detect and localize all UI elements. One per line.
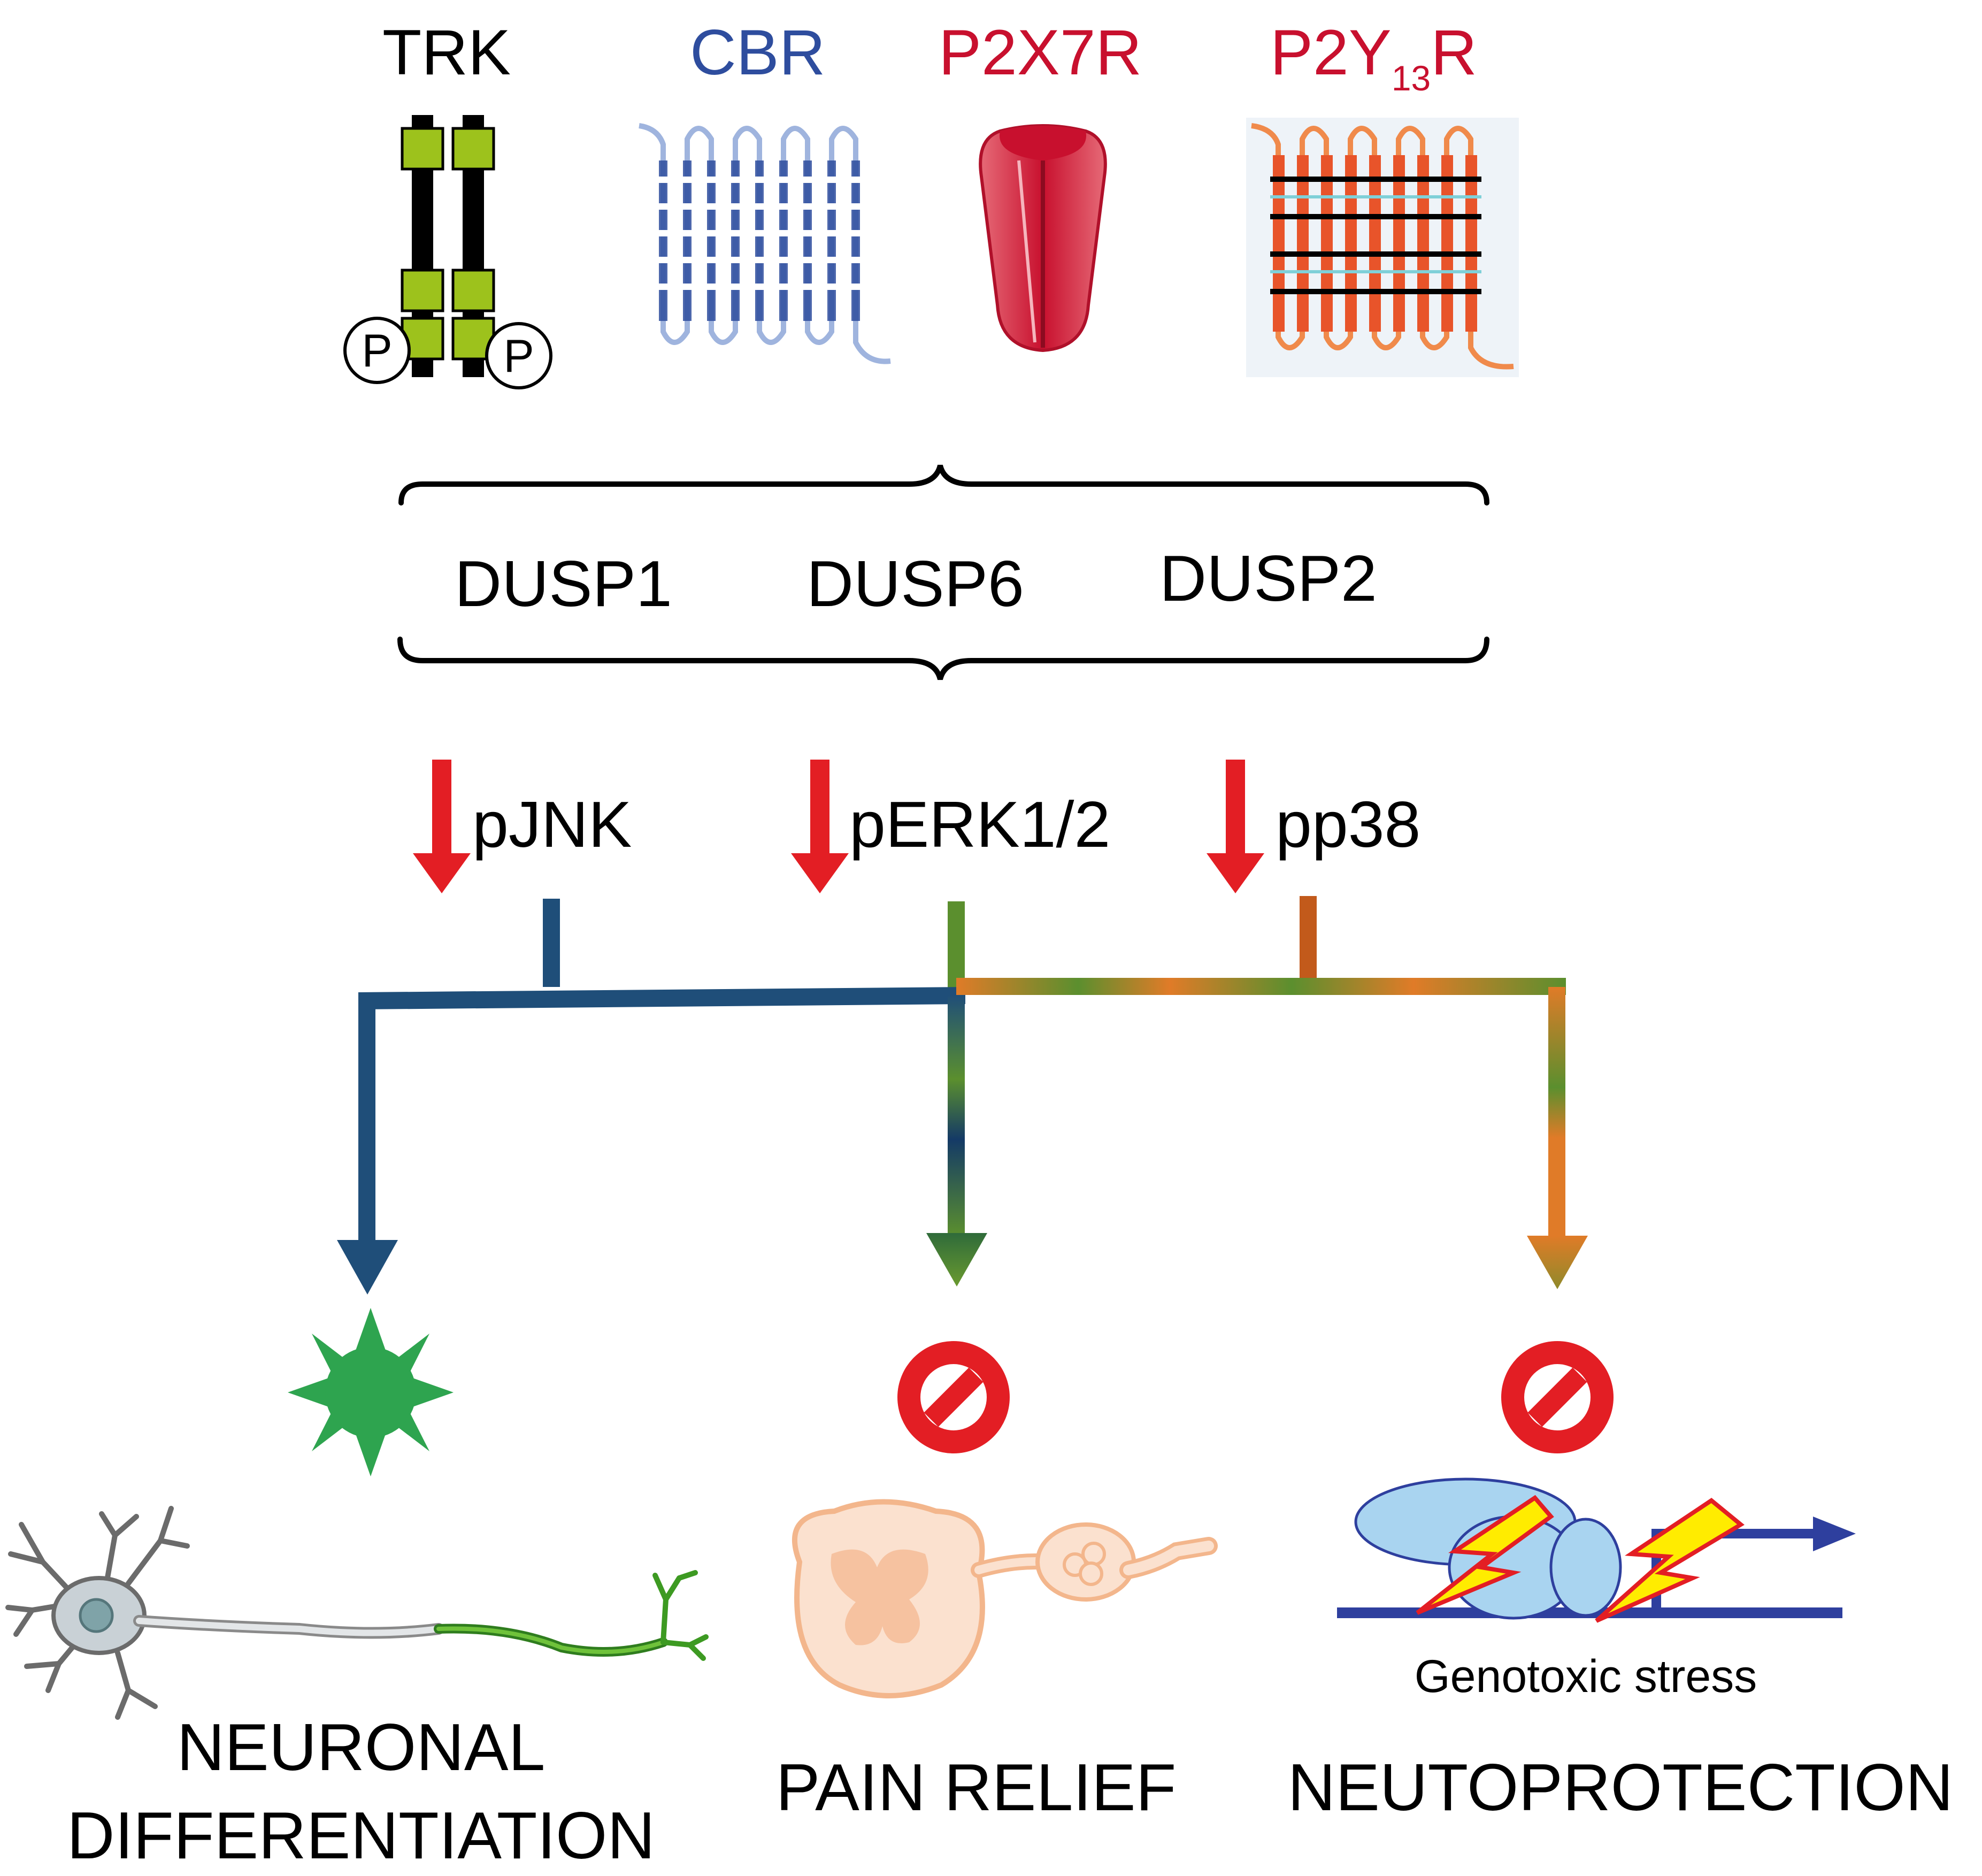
activation-star-icon [288,1308,454,1476]
mapk-label: pp38 [1276,788,1421,861]
outcome-neuronal-line2: DIFFERENTIATION [67,1799,655,1873]
trk-text: TRK [382,17,511,88]
phosphate-label: P [503,331,534,382]
dusp-label: DUSP1 [455,547,672,620]
dusp-label: DUSP6 [806,547,1024,620]
genotoxic-stress-label: Genotoxic stress [1415,1651,1757,1702]
p2x7r-ion-channel-icon [979,124,1107,353]
outcome-pain-relief: PAIN RELIEF [775,1751,1177,1825]
mapk-label: pJNK [472,788,632,861]
p2y13r-main: P2Y [1270,17,1392,88]
dna-damage-icon [1337,1477,1856,1623]
p2y13r-subscript: 13 [1391,58,1431,98]
mapk-label: pERK1/2 [849,788,1111,861]
trk-receptor-icon: P P [343,115,552,389]
decrease-arrow-icon [413,760,471,893]
neuron-icon [5,1506,709,1720]
p2y13r-end: R [1431,17,1477,88]
inhibition-icon [897,1341,1010,1453]
inhibition-icon [1501,1341,1614,1453]
receptor-label-cbr: CBR [690,20,825,85]
cbr-gpcr-helix-icon [634,118,896,369]
spinal-cord-icon [792,1499,1218,1698]
p2x7r-text: P2X7R [939,17,1142,88]
phosphate-label: P [362,325,392,377]
receptor-label-trk: TRK [382,20,511,85]
decrease-arrow-icon [791,760,849,893]
bottom-brace [397,637,1489,680]
outcome-neuroprotection: NEUTOPROTECTION [1287,1751,1954,1825]
p2y13r-gpcr-helix-icon [1246,118,1519,377]
outcome-neuronal-line1: NEURONAL [176,1711,546,1785]
decrease-arrow-icon [1207,760,1264,893]
phosphate-icon: P [343,317,411,384]
receptor-label-p2x7r: P2X7R [939,20,1142,85]
top-brace [398,464,1489,506]
cbr-text: CBR [690,17,826,88]
pathway-lines [337,896,1588,1295]
dusp-label: DUSP2 [1159,542,1377,615]
phosphate-icon: P [485,322,552,389]
receptor-label-p2y13r: P2Y13R [1270,20,1477,96]
